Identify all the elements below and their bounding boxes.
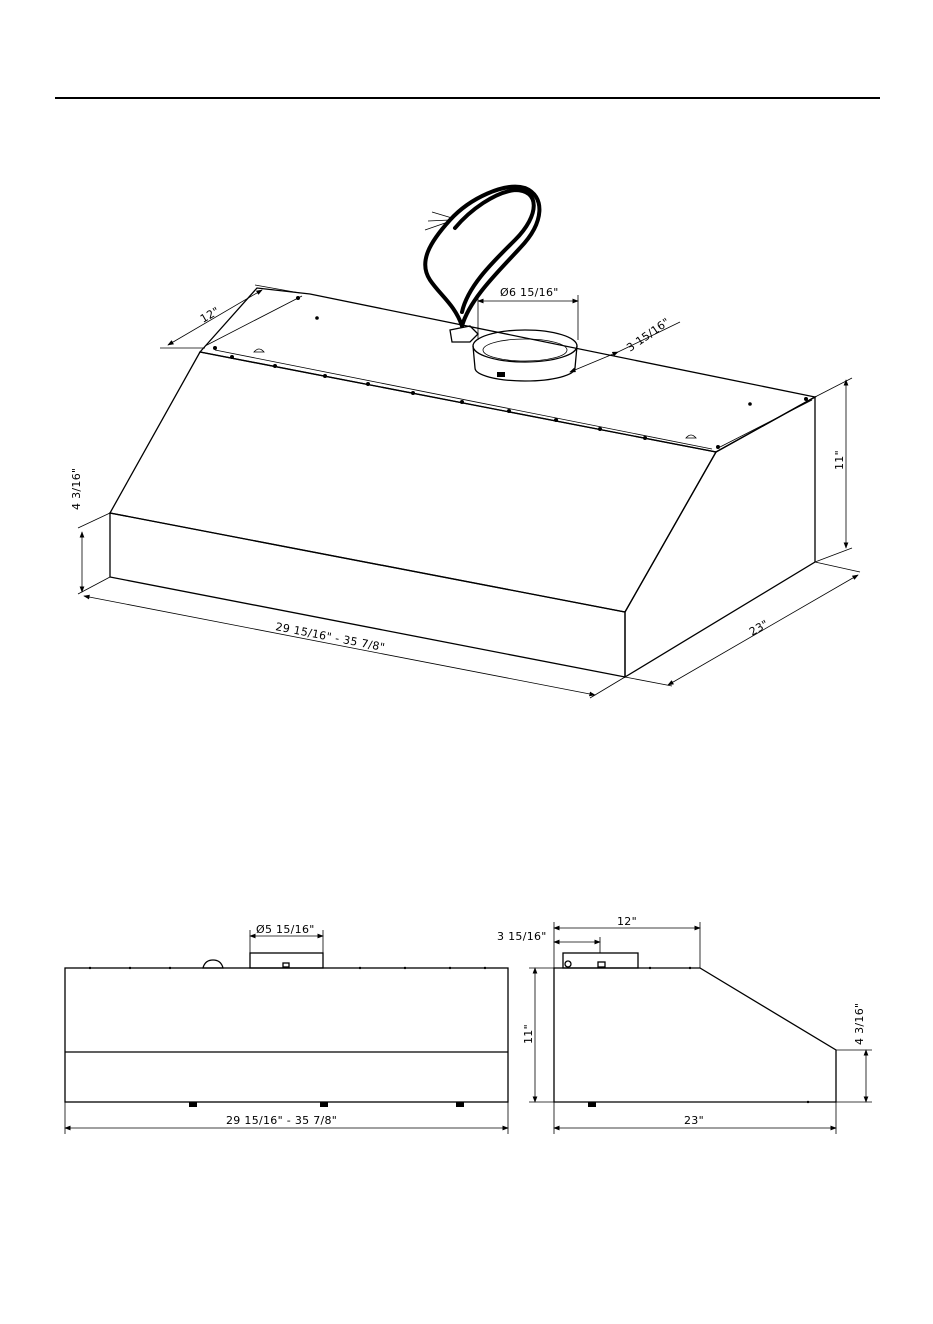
side-dim-top-depth-label: 12" <box>617 915 637 928</box>
front-dim-width-label: 29 15/16" - 35 7/8" <box>226 1114 337 1127</box>
side-view: 12" 3 15/16" 11" 4 3/16" 23" <box>497 915 872 1134</box>
hood-front-panel <box>110 513 625 677</box>
dim-front-height-label: 4 3/16" <box>70 468 83 510</box>
front-view-duct <box>250 953 323 968</box>
dim-total-height-label: 11" <box>833 450 846 470</box>
front-view: Ø5 15/16" 29 15/16" - 35 7/8" <box>65 923 508 1134</box>
front-dim-duct-label: Ø5 15/16" <box>256 923 315 936</box>
side-dim-duct-offset-label: 3 15/16" <box>497 930 547 943</box>
front-view-body <box>65 968 508 1102</box>
dim-width: 29 15/16" - 35 7/8" <box>84 596 625 698</box>
dim-width-label: 29 15/16" - 35 7/8" <box>274 620 386 654</box>
rivets <box>213 296 808 449</box>
dim-duct-offset-label: 3 15/16" <box>624 315 672 354</box>
side-dim-depth-label: 23" <box>684 1114 704 1127</box>
dim-total-height: 11" <box>815 378 852 562</box>
dim-duct-offset: 3 15/16" <box>570 315 680 372</box>
side-dim-height-label: 11" <box>522 1024 535 1044</box>
dim-duct-diameter-label: Ø6 15/16" <box>500 286 559 299</box>
dim-top-depth-label: 12" <box>198 304 222 325</box>
dim-front-height: 4 3/16" <box>70 468 110 594</box>
power-cord <box>425 187 539 342</box>
dim-depth: 23" <box>625 562 860 686</box>
dim-top-depth: 12" <box>160 285 300 348</box>
side-view-body <box>554 968 836 1102</box>
isometric-view: 12" Ø6 15/16" 3 15/16" 4 3/16" 1 <box>70 187 860 698</box>
hood-right-side <box>625 397 815 677</box>
dim-depth-label: 23" <box>747 617 771 638</box>
side-dim-front-height-label: 4 3/16" <box>853 1003 866 1045</box>
